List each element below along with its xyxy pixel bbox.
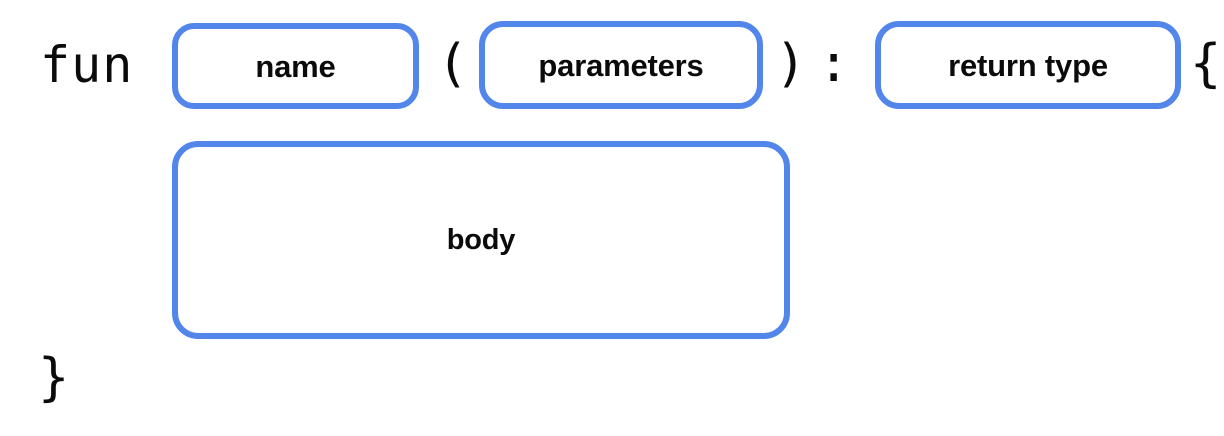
slot-return-type[interactable]: return type [875, 21, 1181, 109]
brace-open-token: { [1190, 34, 1222, 94]
slot-name-label: name [255, 48, 336, 84]
colon-token: : [818, 34, 850, 94]
brace-close-token: } [38, 348, 70, 408]
paren-close-token: ) [775, 34, 807, 94]
slot-return-type-label: return type [948, 47, 1108, 83]
slot-name[interactable]: name [172, 23, 419, 109]
slot-parameters-label: parameters [538, 47, 704, 83]
paren-open-token: ( [437, 34, 469, 94]
slot-body[interactable]: body [172, 141, 790, 339]
keyword-fun: fun [40, 36, 134, 94]
slot-body-label: body [446, 223, 516, 256]
slot-parameters[interactable]: parameters [479, 21, 763, 109]
